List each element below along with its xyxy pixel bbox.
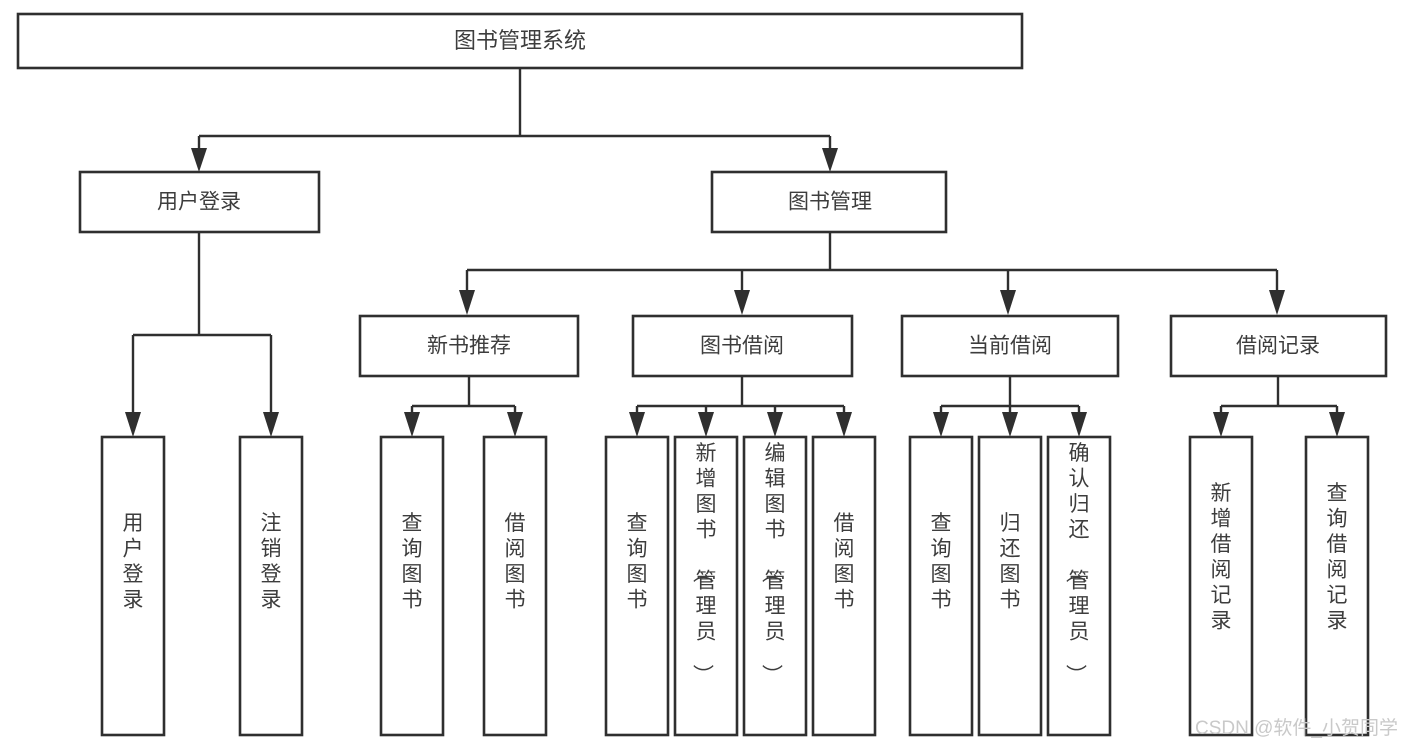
node-root-book-management-system[interactable]: 图书管理系统	[16, 12, 1024, 70]
arrowhead-icon	[698, 412, 714, 437]
connector-group-current-borrow	[933, 376, 1087, 437]
node-box[interactable]	[1046, 435, 1112, 737]
node-label: 新书推荐	[427, 335, 511, 358]
arrowhead-icon	[125, 412, 141, 437]
node-label: 当前借阅	[968, 335, 1052, 358]
node-box[interactable]	[1169, 314, 1388, 378]
leaf-label: 新增图书（管理员）	[691, 442, 717, 685]
leaf-node-user-login[interactable]: 用户登录	[100, 435, 166, 737]
node-new-book-recommend[interactable]: 新书推荐	[358, 314, 580, 378]
connector-group-new-book	[404, 376, 523, 437]
leaf-label: 归还图书	[1000, 512, 1021, 612]
leaf-node-confirm-return-admin[interactable]: 确认归还（管理员）	[1046, 435, 1112, 737]
arrowhead-icon	[734, 290, 750, 315]
node-box[interactable]	[710, 170, 948, 234]
arrowhead-icon	[1269, 290, 1285, 315]
leaf-node-book-borrow-action[interactable]: 借阅图书	[811, 435, 877, 737]
leaf-node-current-query[interactable]: 查询图书	[908, 435, 974, 737]
leaf-label: 查询图书	[931, 512, 952, 612]
node-box[interactable]	[100, 435, 166, 737]
arrowhead-icon	[459, 290, 475, 315]
leaf-label: 查询图书	[627, 512, 648, 612]
leaf-label: 新增借阅记录	[1211, 482, 1232, 633]
leaf-label: 查询借阅记录	[1327, 482, 1348, 633]
leaf-node-new-book-borrow[interactable]: 借阅图书	[482, 435, 548, 737]
node-box[interactable]	[1304, 435, 1370, 737]
leaf-label: 借阅图书	[505, 512, 526, 612]
arrowhead-icon	[507, 412, 523, 437]
arrowhead-icon	[629, 412, 645, 437]
node-label: 图书管理	[788, 191, 872, 214]
leaf-node-new-book-query[interactable]: 查询图书	[379, 435, 445, 737]
arrowhead-icon	[822, 148, 838, 172]
arrowhead-icon	[836, 412, 852, 437]
node-box[interactable]	[238, 435, 304, 737]
leaf-label: 借阅图书	[834, 512, 855, 612]
connector-group-root	[191, 68, 838, 172]
watermark: CSDN @软件_小贺同学	[1195, 717, 1398, 739]
node-box[interactable]	[742, 435, 808, 737]
leaf-label: 编辑图书（管理员）	[760, 442, 786, 685]
connector-group-book-manage	[459, 232, 1285, 315]
node-book-borrow[interactable]: 图书借阅	[631, 314, 854, 378]
leaf-node-book-query[interactable]: 查询图书	[604, 435, 670, 737]
leaf-label: 用户登录	[123, 512, 144, 612]
arrowhead-icon	[1002, 412, 1018, 437]
leaf-node-user-logout[interactable]: 注销登录	[238, 435, 304, 737]
node-label: 图书借阅	[700, 335, 784, 358]
leaf-node-book-edit-admin[interactable]: 编辑图书（管理员）	[742, 435, 808, 737]
node-user-login[interactable]: 用户登录	[78, 170, 321, 234]
leaf-node-return-book[interactable]: 归还图书	[977, 435, 1043, 737]
node-label: 用户登录	[157, 191, 241, 214]
arrowhead-icon	[1000, 290, 1016, 315]
node-box[interactable]	[908, 435, 974, 737]
node-borrow-record[interactable]: 借阅记录	[1169, 314, 1388, 378]
arrowhead-icon	[933, 412, 949, 437]
node-current-borrow[interactable]: 当前借阅	[900, 314, 1120, 378]
node-box[interactable]	[16, 12, 1024, 70]
node-box[interactable]	[977, 435, 1043, 737]
leaf-node-query-borrow-record[interactable]: 查询借阅记录	[1304, 435, 1370, 737]
connector-group-user-login	[125, 232, 279, 437]
leaf-label: 确认归还（管理员）	[1064, 442, 1090, 685]
arrowhead-icon	[1213, 412, 1229, 437]
arrowhead-icon	[404, 412, 420, 437]
node-box[interactable]	[379, 435, 445, 737]
arrowhead-icon	[191, 148, 207, 172]
node-box[interactable]	[811, 435, 877, 737]
arrowhead-icon	[1329, 412, 1345, 437]
leaf-node-book-add-admin[interactable]: 新增图书（管理员）	[673, 435, 739, 737]
leaf-node-add-borrow-record[interactable]: 新增借阅记录	[1188, 435, 1254, 737]
leaf-label: 注销登录	[261, 512, 282, 612]
node-book-management[interactable]: 图书管理	[710, 170, 948, 234]
node-box[interactable]	[900, 314, 1120, 378]
node-box[interactable]	[631, 314, 854, 378]
arrowhead-icon	[767, 412, 783, 437]
node-label: 图书管理系统	[454, 28, 586, 53]
node-box[interactable]	[604, 435, 670, 737]
node-box[interactable]	[482, 435, 548, 737]
node-label: 借阅记录	[1236, 335, 1320, 358]
connector-group-borrow-record	[1213, 376, 1345, 437]
node-box[interactable]	[358, 314, 580, 378]
node-box[interactable]	[78, 170, 321, 234]
arrowhead-icon	[1071, 412, 1087, 437]
connector-group-book-borrow	[629, 376, 852, 437]
node-box[interactable]	[1188, 435, 1254, 737]
leaf-label: 查询图书	[402, 512, 423, 612]
node-box[interactable]	[673, 435, 739, 737]
arrowhead-icon	[263, 412, 279, 437]
